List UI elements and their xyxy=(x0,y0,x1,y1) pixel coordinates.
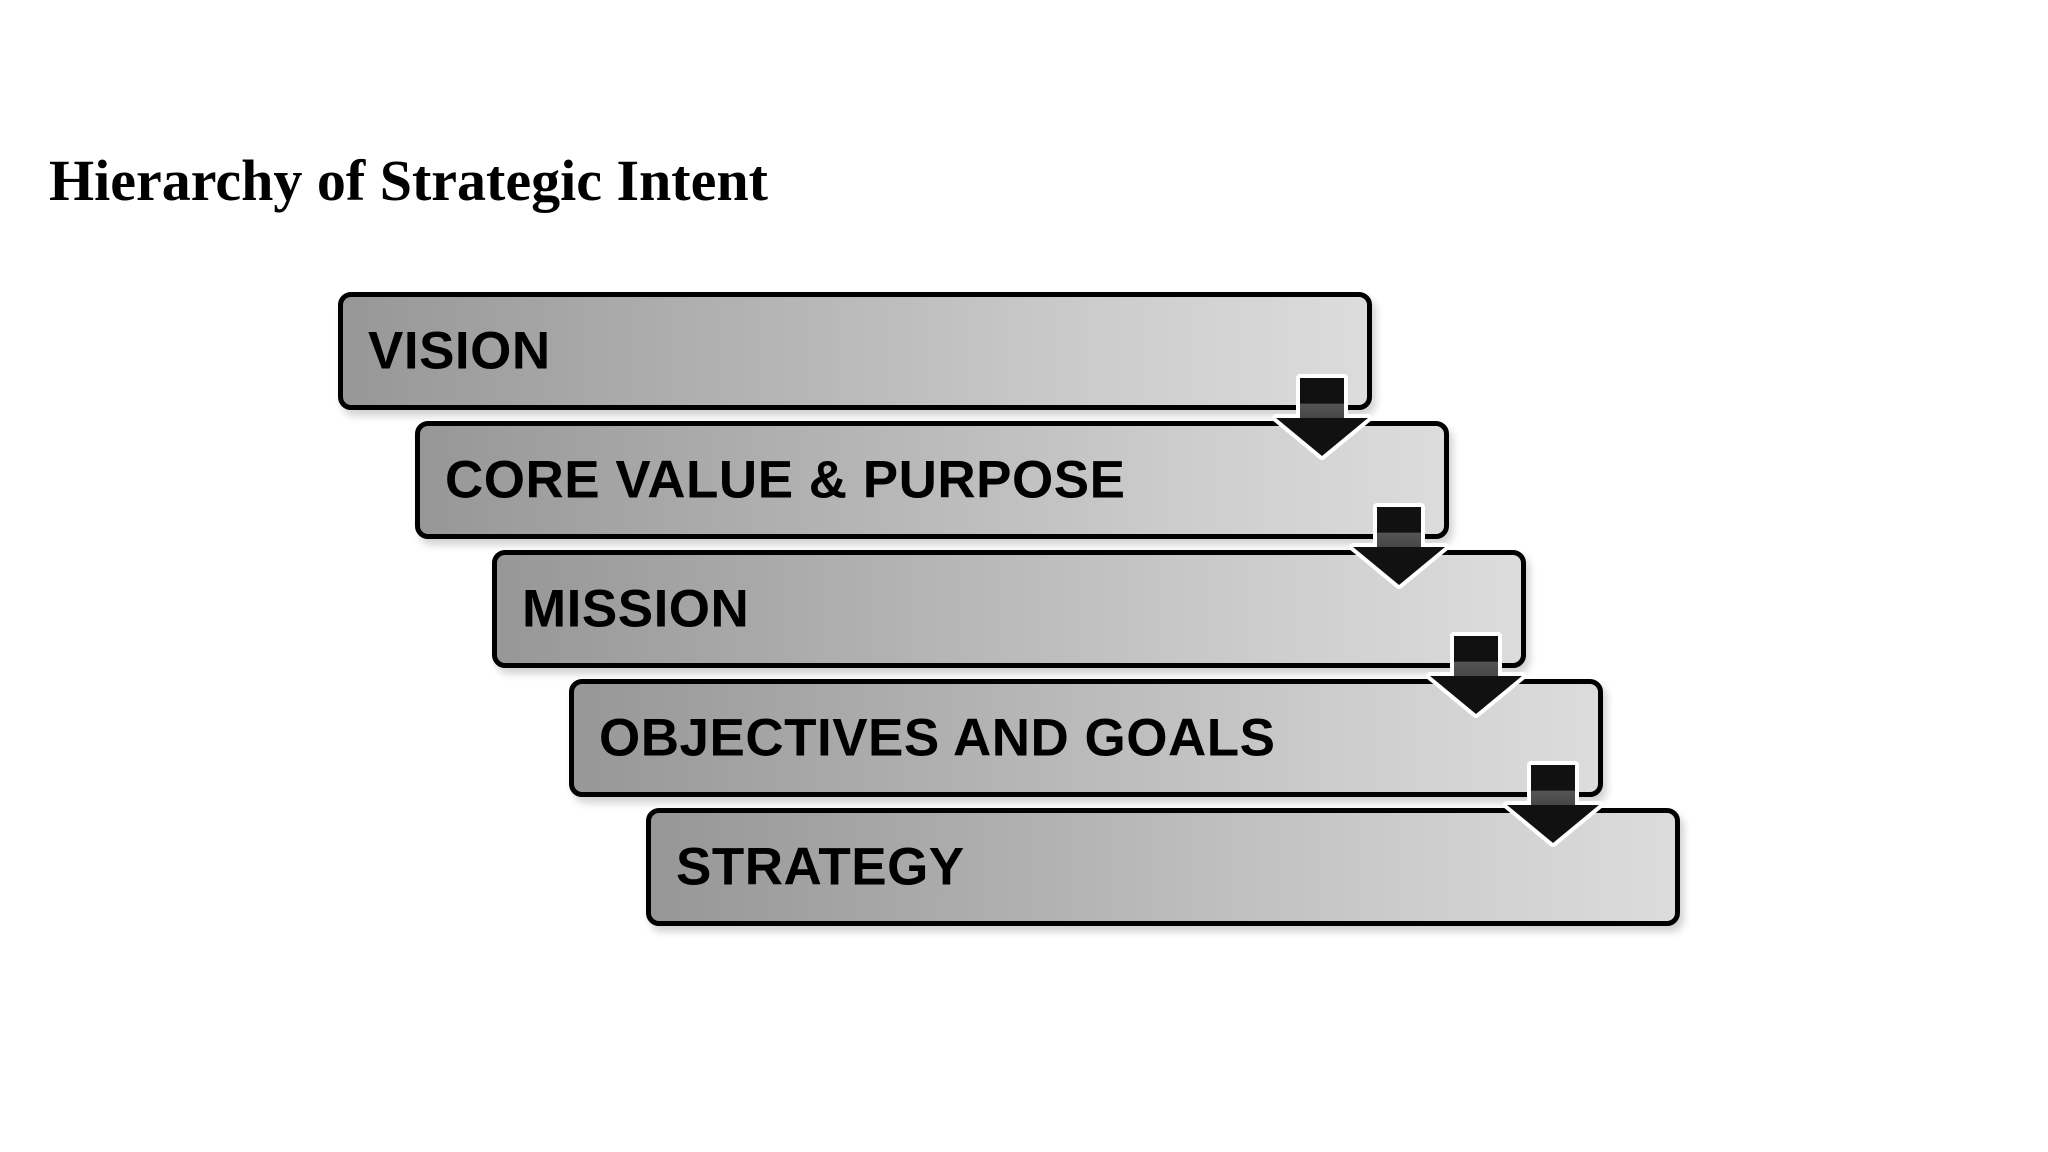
down-arrow-icon xyxy=(1503,761,1603,851)
step-objectives-goals: OBJECTIVES AND GOALS xyxy=(569,679,1603,797)
down-arrow-icon xyxy=(1349,503,1449,593)
diagram-title: Hierarchy of Strategic Intent xyxy=(49,148,768,213)
step-label: OBJECTIVES AND GOALS xyxy=(599,708,1276,768)
down-arrow-icon xyxy=(1272,374,1372,464)
step-label: VISION xyxy=(368,321,551,381)
step-core-value-purpose: CORE VALUE & PURPOSE xyxy=(415,421,1449,539)
step-vision: VISION xyxy=(338,292,1372,410)
step-mission: MISSION xyxy=(492,550,1526,668)
step-label: MISSION xyxy=(522,579,750,639)
step-label: STRATEGY xyxy=(676,837,965,897)
step-strategy: STRATEGY xyxy=(646,808,1680,926)
step-label: CORE VALUE & PURPOSE xyxy=(445,450,1126,510)
down-arrow-icon xyxy=(1426,632,1526,722)
